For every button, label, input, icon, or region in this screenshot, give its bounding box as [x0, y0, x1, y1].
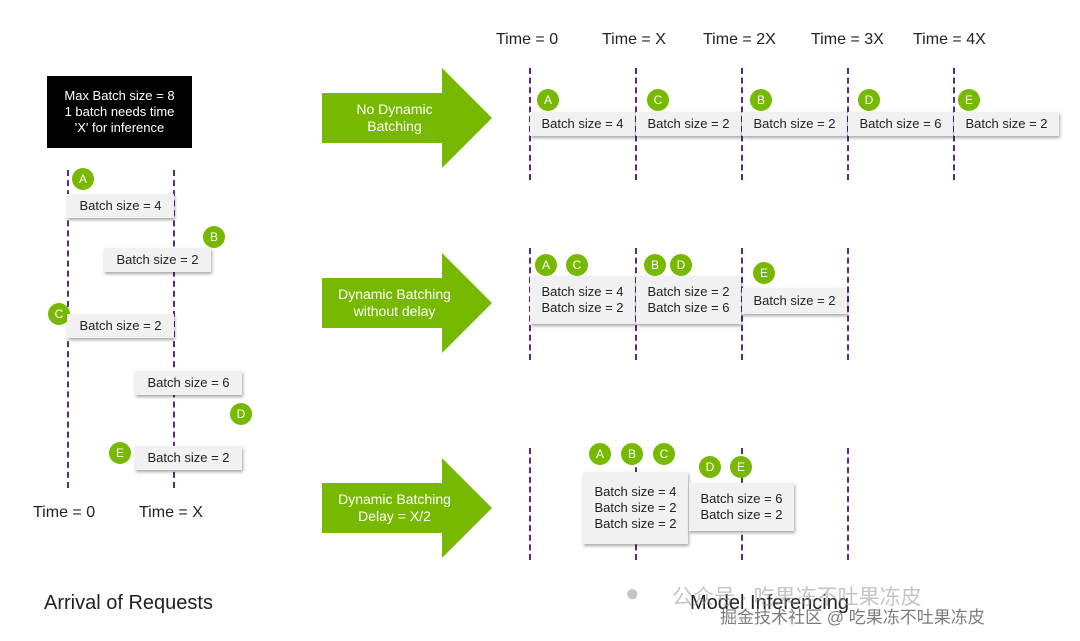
request-d-box: Batch size = 6 — [135, 371, 242, 395]
request-c-box: Batch size = 2 — [67, 314, 174, 338]
request-a-badge: A — [72, 168, 94, 190]
row2-badge-e: E — [753, 262, 775, 284]
batch-label: Batch size = 2 — [594, 516, 677, 531]
row3-time-line — [529, 448, 531, 560]
arrival-time-x-line — [173, 170, 175, 488]
arrow-no-dynamic-batching — [322, 68, 492, 168]
row1-batch: Batch size = 4 — [530, 112, 635, 136]
arrival-caption: Arrival of Requests — [44, 592, 213, 614]
row1-batch: Batch size = 2 — [636, 112, 741, 136]
arrow-label: Dynamic Batching without delay — [322, 278, 467, 328]
batch-label: Batch size = 2 — [647, 116, 730, 131]
request-a-box: Batch size = 4 — [67, 194, 174, 218]
request-d-badge: D — [230, 403, 252, 425]
row3-badge-a: A — [589, 443, 611, 465]
row1-badge-c: C — [647, 89, 669, 111]
batch-label: Batch size = 6 — [647, 300, 730, 315]
inference-time-label: Time = 2X — [703, 31, 776, 48]
row1-batch: Batch size = 6 — [848, 112, 953, 136]
batch-label: Batch size = 2 — [753, 116, 836, 131]
request-b-label: Batch size = 2 — [116, 252, 199, 267]
arrow-dynamic-batching-no-delay — [322, 253, 492, 353]
row2-badge-a: A — [535, 254, 557, 276]
row2-badge-c: C — [566, 254, 588, 276]
arrival-time-label: Time = X — [139, 504, 203, 521]
row2-batch: Batch size = 2 Batch size = 6 — [636, 276, 741, 324]
request-e-label: Batch size = 2 — [147, 450, 230, 465]
row3-time-line — [847, 448, 849, 560]
request-c-badge: C — [48, 303, 70, 325]
request-a-label: Batch size = 4 — [79, 198, 162, 213]
inference-time-label: Time = 4X — [913, 31, 986, 48]
row2-batch: Batch size = 2 — [742, 288, 847, 314]
request-e-badge: E — [109, 442, 131, 464]
batch-label: Batch size = 4 — [541, 116, 624, 131]
row3-badge-c: C — [653, 443, 675, 465]
request-e-box: Batch size = 2 — [135, 446, 242, 470]
note-line: 'X' for inference — [74, 120, 165, 135]
inference-time-label: Time = 0 — [496, 31, 559, 48]
inference-time-label: Time = X — [602, 31, 666, 48]
batch-label: Batch size = 6 — [700, 491, 783, 506]
row1-badge-d: D — [858, 89, 880, 111]
arrow-label-line: Batching — [367, 118, 422, 134]
row1-badge-a: A — [537, 89, 559, 111]
batch-label: Batch size = 2 — [700, 507, 783, 522]
row3-batch: Batch size = 4 Batch size = 2 Batch size… — [583, 472, 688, 544]
arrow-label-line: Dynamic Batching — [338, 491, 451, 507]
note-line: Max Batch size = 8 — [64, 88, 175, 103]
row1-badge-b: B — [750, 89, 772, 111]
request-b-badge: B — [203, 226, 225, 248]
arrow-dynamic-batching-delay — [322, 458, 492, 558]
watermark-line2: 掘金技术社区 @ 吃果冻不吐果冻皮 — [720, 608, 985, 627]
batch-label: Batch size = 2 — [965, 116, 1048, 131]
arrow-label-line: Delay = X/2 — [358, 508, 431, 524]
arrow-label: Dynamic Batching Delay = X/2 — [322, 483, 467, 533]
batch-label: Batch size = 6 — [859, 116, 942, 131]
arrow-label-line: No Dynamic — [356, 101, 433, 117]
row2-badge-d: D — [670, 254, 692, 276]
row3-badge-b: B — [621, 443, 643, 465]
batch-label: Batch size = 4 — [594, 484, 677, 499]
note-line: 1 batch needs time — [64, 104, 175, 119]
watermark-line1: 公众号 · 吃果冻不吐果冻皮 — [672, 586, 922, 609]
arrow-label-line: Dynamic Batching — [338, 286, 451, 302]
row3-batch: Batch size = 6 Batch size = 2 — [689, 483, 794, 531]
inference-time-label: Time = 3X — [811, 31, 884, 48]
row2-time-line — [847, 248, 849, 360]
row1-badge-e: E — [958, 89, 980, 111]
request-d-label: Batch size = 6 — [147, 375, 230, 390]
row3-badge-d: D — [699, 456, 721, 478]
row2-batch: Batch size = 4 Batch size = 2 — [530, 276, 635, 324]
arrow-label-line: without delay — [353, 303, 436, 319]
batch-label: Batch size = 2 — [647, 284, 730, 299]
batch-label: Batch size = 2 — [753, 293, 836, 308]
row3-badge-e: E — [730, 456, 752, 478]
constraints-note: Max Batch size = 8 1 batch needs time 'X… — [47, 76, 192, 148]
request-c-label: Batch size = 2 — [79, 318, 162, 333]
inference-caption: Model Inferencing — [690, 592, 849, 614]
row1-batch: Batch size = 2 — [954, 112, 1059, 136]
batch-label: Batch size = 2 — [541, 300, 624, 315]
request-b-box: Batch size = 2 — [104, 248, 211, 272]
arrow-label: No Dynamic Batching — [322, 93, 467, 143]
row2-badge-b: B — [644, 254, 666, 276]
arrival-time-label: Time = 0 — [33, 504, 96, 521]
watermark-wechat-icon: ● — [625, 580, 640, 607]
row1-batch: Batch size = 2 — [742, 112, 847, 136]
batch-label: Batch size = 2 — [594, 500, 677, 515]
batch-label: Batch size = 4 — [541, 284, 624, 299]
